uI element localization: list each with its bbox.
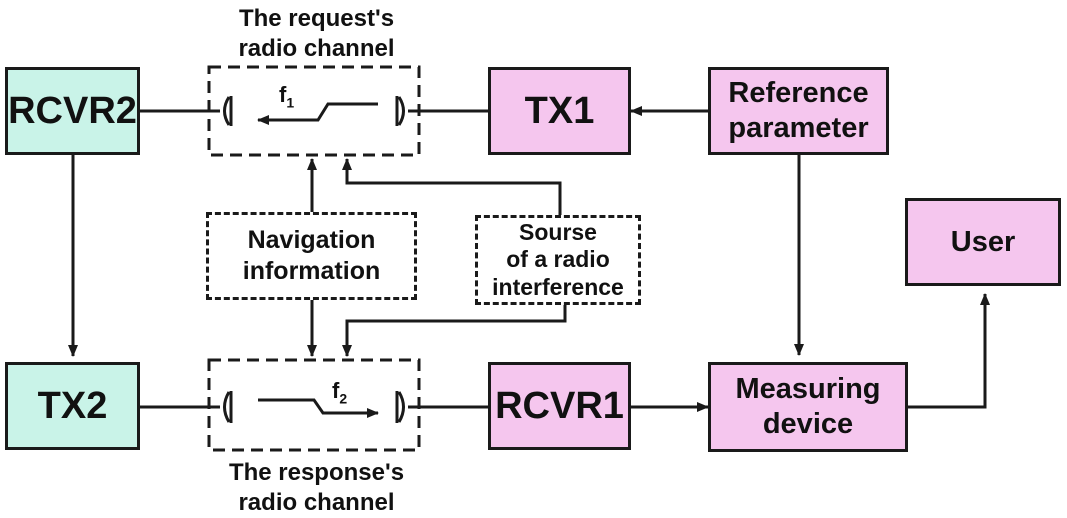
f2-label-sub: 2 (339, 390, 348, 407)
rcvr1-block: RCVR1 (488, 362, 631, 450)
interference-label-line-2: of a radio (506, 246, 610, 273)
f2-label: f2 (332, 378, 347, 406)
f1-label-base: f (279, 82, 287, 107)
navigation-label-line-1: Navigation (247, 225, 376, 254)
reference-parameter-block: Reference parameter (708, 67, 889, 155)
request-channel-caption-line-2: radio channel (238, 35, 395, 62)
measuring-device-block: Measuring device (708, 362, 908, 452)
f1-label-sub: 1 (286, 94, 295, 111)
navigation-information-block: Navigation information (206, 212, 417, 300)
reference-label-line-2: parameter (728, 112, 869, 144)
navigation-label-line-2: information (242, 257, 381, 285)
response-channel-frame (207, 358, 421, 452)
request-channel-frame (207, 65, 421, 157)
tx1-label: TX1 (524, 89, 595, 132)
interference-source-block: Sourse of a radio interference (475, 215, 641, 305)
measuring-label-line-2: device (762, 408, 854, 440)
response-channel-caption-line-1: The response's (228, 459, 405, 486)
antenna-right-top-icon (397, 96, 405, 126)
tx2-block: TX2 (5, 362, 140, 450)
rcvr1-label: RCVR1 (495, 384, 624, 427)
measuring-label-line-1: Measuring (735, 373, 881, 406)
f2-label-base: f (332, 378, 340, 403)
reference-label-line-1: Reference (728, 77, 869, 110)
antenna-left-top-icon (223, 96, 231, 126)
interference-label-line-3: interference (492, 273, 624, 300)
f1-label: f1 (279, 82, 294, 110)
request-channel-caption: The request's radio channel (204, 4, 429, 64)
antenna-right-bottom-icon (397, 391, 405, 423)
response-channel-caption: The response's radio channel (204, 458, 429, 518)
rcvr2-block: RCVR2 (5, 67, 140, 155)
user-label: User (950, 225, 1016, 258)
user-block: User (905, 198, 1061, 286)
f2-link-arrow (258, 398, 379, 418)
f1-link-arrow (257, 102, 378, 125)
tx1-block: TX1 (488, 67, 631, 155)
tx2-label: TX2 (37, 384, 108, 427)
request-channel-caption-line-1: The request's (238, 5, 395, 32)
antenna-left-bottom-icon (223, 391, 231, 423)
response-channel-caption-line-2: radio channel (238, 489, 395, 516)
rcvr2-label: RCVR2 (8, 89, 137, 132)
interference-label-line-1: Sourse (519, 218, 597, 245)
